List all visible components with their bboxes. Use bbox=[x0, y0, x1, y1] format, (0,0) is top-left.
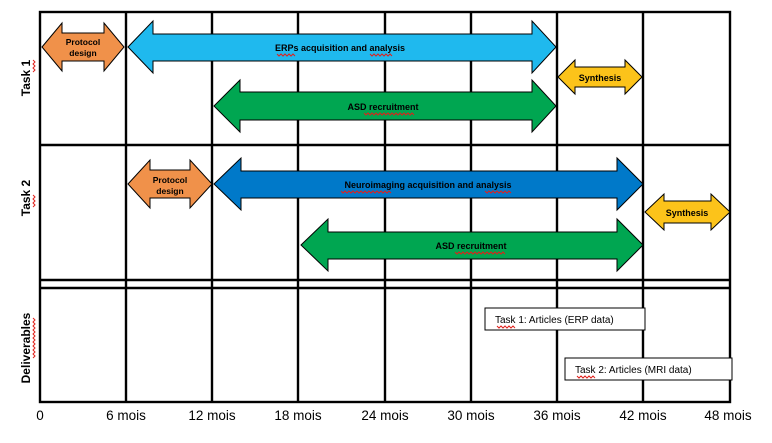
spellcheck-mark bbox=[454, 251, 506, 255]
arrow-synthesis-task1 bbox=[557, 58, 643, 96]
label-synthesis-task1: Synthesis bbox=[579, 73, 622, 83]
tick-label: 36 mois bbox=[533, 408, 581, 423]
timeline-ticks: 0 6 mois 12 mois 18 mois 24 mois 30 mois… bbox=[36, 408, 752, 423]
arrow-neuroimaging-acquisition bbox=[213, 156, 644, 212]
label-neuroimaging: Neuroimaging acquisition and analysis bbox=[344, 180, 511, 190]
tick-label: 12 mois bbox=[188, 408, 236, 423]
tick-label: 18 mois bbox=[274, 408, 322, 423]
tick-label: 6 mois bbox=[106, 408, 146, 423]
arrow-erp-acquisition bbox=[127, 19, 557, 75]
label-protocol-task1-line1: Protocol bbox=[66, 37, 100, 47]
spellcheck-mark bbox=[276, 53, 296, 57]
spellcheck-mark bbox=[32, 59, 36, 73]
spellcheck-mark bbox=[496, 325, 516, 329]
arrow-asd-recruitment-task2 bbox=[300, 217, 644, 273]
arrow-protocol-design-task2 bbox=[127, 158, 213, 210]
tick-label: 30 mois bbox=[447, 408, 495, 423]
grid bbox=[38, 10, 732, 404]
spellcheck-mark bbox=[484, 190, 512, 194]
deliverable-task2: Task 2: Articles (MRI data) bbox=[575, 365, 692, 376]
label-erp: ERPs acquisition and analysis bbox=[275, 43, 405, 53]
label-protocol-task1-line2: design bbox=[69, 48, 96, 58]
tick-label: 42 mois bbox=[619, 408, 667, 423]
spellcheck-mark bbox=[576, 375, 596, 379]
deliverable-box-task2 bbox=[564, 357, 733, 381]
spellcheck-mark bbox=[32, 317, 36, 359]
row-label-task2: Task 2 bbox=[19, 179, 33, 216]
arrow-protocol-design-task1 bbox=[41, 21, 125, 73]
label-recruitment-task2: ASD recruitment bbox=[435, 241, 506, 251]
spellcheck-mark bbox=[363, 112, 415, 116]
tick-label: 24 mois bbox=[361, 408, 409, 423]
label-recruitment-task1: ASD recruitment bbox=[347, 102, 418, 112]
label-protocol-task2-line1: Protocol bbox=[153, 175, 187, 185]
spellcheck-mark bbox=[369, 53, 393, 57]
row-label-task1: Task 1 bbox=[19, 59, 33, 96]
arrow-asd-recruitment-task1 bbox=[213, 78, 557, 134]
deliverable-task1: Task 1: Articles (ERP data) bbox=[495, 315, 614, 326]
label-synthesis-task2: Synthesis bbox=[666, 208, 709, 218]
tick-label: 48 mois bbox=[704, 408, 752, 423]
spellcheck-mark bbox=[340, 190, 392, 194]
label-protocol-task2-line2: design bbox=[156, 186, 183, 196]
arrow-synthesis-task2 bbox=[644, 192, 731, 232]
tick-label: 0 bbox=[36, 408, 44, 423]
spellcheck-mark bbox=[32, 194, 36, 208]
row-label-deliverables: Deliverables bbox=[19, 312, 33, 383]
deliverable-box-task1 bbox=[484, 307, 646, 331]
